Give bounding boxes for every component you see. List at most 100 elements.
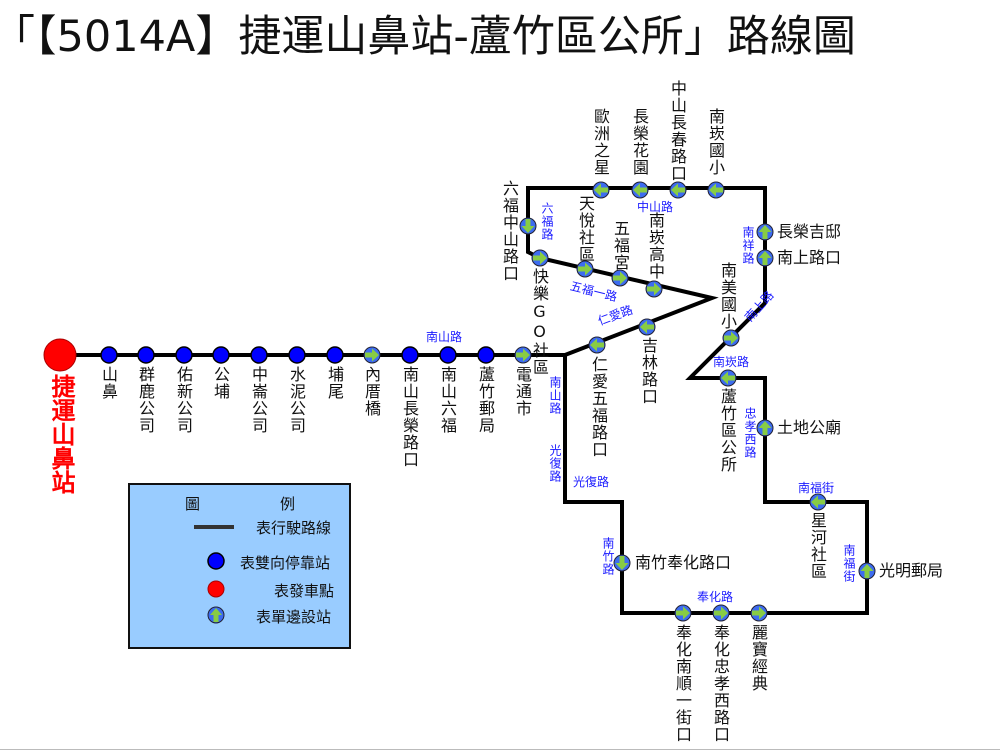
station-label: 南上路口 <box>777 248 842 267</box>
road-label: 南福街 <box>798 481 835 495</box>
one-way-stop-marker <box>756 249 774 267</box>
legend: 圖 例 表行駛路線 表雙向停靠站 表發車點 表單邊設站 <box>128 483 351 649</box>
one-way-stop-marker <box>519 217 537 235</box>
one-way-stop-marker <box>712 604 730 622</box>
road-label: 奉化路 <box>697 590 734 604</box>
direction-arrow-icon <box>521 219 535 233</box>
station-label: 星河社區 <box>808 512 827 580</box>
road-label: 南竹路 <box>601 537 615 576</box>
road-label: 六福路 <box>540 202 554 241</box>
direction-arrow-icon <box>714 606 728 620</box>
legend-label: 表行駛路線 <box>256 519 332 537</box>
station-label: 南山長榮路口 <box>400 366 419 468</box>
direction-arrow-icon <box>758 421 772 435</box>
road-label: 光復路 <box>548 444 562 483</box>
station-label: 南美國小 <box>718 262 737 330</box>
station-label: 仁愛五福路口 <box>589 356 608 458</box>
legend-label: 表雙向停靠站 <box>240 554 331 572</box>
road-label: 南山路 <box>426 330 463 344</box>
direction-arrow-icon <box>590 338 604 352</box>
start-point-legend-icon <box>207 580 225 598</box>
station-label: 蘆竹郵局 <box>476 366 495 434</box>
road-label: 南福街 <box>842 544 856 583</box>
one-way-stop-marker <box>611 269 629 287</box>
one-way-stop-marker <box>707 181 725 199</box>
one-way-stop-marker <box>588 336 606 354</box>
road-label: 南山路 <box>548 376 562 415</box>
road-label: 南崁路 <box>713 355 750 369</box>
direction-arrow-icon <box>613 271 627 285</box>
route-line-legend-icon <box>194 525 234 529</box>
two-way-stop-marker <box>175 346 193 364</box>
direction-arrow-icon <box>709 183 723 197</box>
station-label: 南竹奉化路口 <box>635 553 732 572</box>
two-way-stop-marker <box>137 346 155 364</box>
one-way-stop-marker <box>750 604 768 622</box>
route-line-main <box>60 186 869 615</box>
two-way-stop-legend-icon <box>207 552 225 570</box>
one-way-stop-marker <box>809 493 827 511</box>
direction-arrow-icon <box>811 495 825 509</box>
station-label: 蘆竹區公所 <box>718 388 737 473</box>
road-label: 光復路 <box>573 475 610 489</box>
station-label: 歐洲之星 <box>591 108 610 176</box>
station-label: 山鼻 <box>99 366 118 400</box>
two-way-stop-marker <box>401 346 419 364</box>
one-way-stop-marker <box>858 562 876 580</box>
two-way-stop-marker <box>326 346 344 364</box>
road-label: 南祥路 <box>741 226 755 265</box>
station-label: 長榮花園 <box>630 108 649 176</box>
station-label: 奉化南順一街口 <box>673 624 692 743</box>
station-label: 佑新公司 <box>174 366 193 434</box>
station-label: 埔尾 <box>325 366 344 400</box>
station-label: 吉林路口 <box>639 337 658 405</box>
direction-arrow-icon <box>365 348 379 362</box>
direction-arrow-icon <box>752 606 766 620</box>
direction-arrow-icon <box>516 348 530 362</box>
station-label: 麗寶經典 <box>749 624 768 692</box>
station-label: 南崁高中 <box>646 212 665 280</box>
direction-arrow-icon <box>758 251 772 265</box>
station-label: 五福宮 <box>611 220 630 271</box>
one-way-stop-legend-icon <box>207 606 225 624</box>
one-way-stop-marker <box>674 604 692 622</box>
station-label: 水泥公司 <box>287 366 306 434</box>
direction-arrow-icon <box>676 606 690 620</box>
direction-arrow-icon <box>647 282 661 296</box>
direction-arrow-icon <box>724 331 738 345</box>
station-label: 光明郵局 <box>879 561 944 580</box>
one-way-stop-marker <box>631 181 649 199</box>
station-label: 快樂GO社區 <box>530 268 549 376</box>
station-label: 奉化忠孝西路口 <box>711 624 730 743</box>
direction-arrow-icon <box>615 556 629 570</box>
station-label: 六福中山路口 <box>500 180 519 282</box>
start-station-label: 捷運山鼻站 <box>47 374 75 494</box>
station-label: 南崁國小 <box>706 108 725 176</box>
station-label: 長榮吉邸 <box>777 222 842 241</box>
one-way-stop-marker <box>756 223 774 241</box>
direction-arrow-icon <box>721 371 735 385</box>
page-title: 「【5014A】捷運山鼻站-蘆竹區公所」路線圖 <box>0 12 856 62</box>
station-label: 南山六福 <box>438 366 457 434</box>
station-label: 中崙公司 <box>249 366 268 434</box>
two-way-stop-marker <box>250 346 268 364</box>
station-label: 公埔 <box>211 366 230 400</box>
two-way-stop-marker <box>212 346 230 364</box>
station-label: 內厝橋 <box>362 366 381 417</box>
one-way-stop-marker <box>722 329 740 347</box>
station-label: 群鹿公司 <box>136 366 155 434</box>
one-way-stop-marker <box>531 249 549 267</box>
direction-arrow-icon <box>594 183 608 197</box>
direction-arrow-icon <box>671 183 685 197</box>
station-label: 天悅社區 <box>576 195 595 263</box>
two-way-stop-marker <box>477 346 495 364</box>
direction-arrow-icon <box>533 251 547 265</box>
one-way-stop-marker <box>669 181 687 199</box>
one-way-stop-marker <box>576 260 594 278</box>
two-way-stop-marker <box>288 346 306 364</box>
direction-arrow-icon <box>633 183 647 197</box>
station-label: 土地公廟 <box>777 418 842 437</box>
road-label: 中山路 <box>637 200 674 214</box>
